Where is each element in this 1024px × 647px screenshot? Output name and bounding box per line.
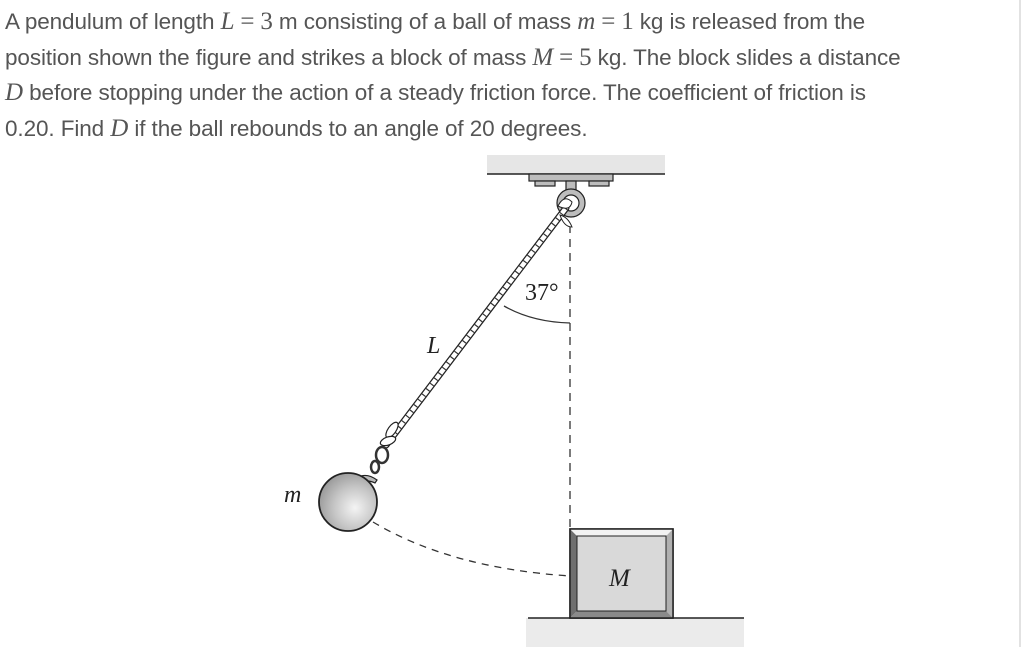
problem-line-2: position shown the figure and strikes a … <box>5 40 1021 76</box>
var-D: D <box>5 79 23 106</box>
length-label: L <box>426 333 440 359</box>
swing-path <box>372 521 571 577</box>
text: before stopping under the action of a st… <box>22 80 866 105</box>
value-M: 5 <box>579 43 592 71</box>
var-M: M <box>532 43 554 71</box>
text: m consisting of a ball of mass <box>272 9 578 34</box>
ceiling-mount-icon <box>528 173 614 218</box>
text: position shown the figure and strikes a … <box>5 44 533 70</box>
value-L: 3 <box>260 8 273 35</box>
problem-line-3: D before stopping under the action of a … <box>5 75 1021 111</box>
angle-label: 37° <box>525 280 559 306</box>
text: kg. The block slides a distance <box>591 44 901 70</box>
ceiling <box>487 155 665 175</box>
var-L: L <box>220 8 235 35</box>
rope <box>382 198 573 449</box>
problem-statement: A pendulum of length L=3 m consisting of… <box>5 4 1021 146</box>
pendulum-ball <box>318 472 378 532</box>
value-m: 1 <box>621 8 634 35</box>
block-mass-label: M <box>608 565 631 592</box>
floor <box>526 617 744 647</box>
ball-mass-label: m <box>284 482 301 508</box>
text: A pendulum of length <box>5 9 221 34</box>
equals: = <box>559 43 574 71</box>
equals: = <box>240 8 255 35</box>
angle-arc <box>503 305 571 324</box>
var-D: D <box>110 114 129 142</box>
text: kg is released from the <box>633 9 866 34</box>
var-m: m <box>577 8 596 35</box>
equals: = <box>601 8 616 35</box>
problem-line-4: 0.20. Find D if the ball rebounds to an … <box>5 111 1021 147</box>
text: 0.20. Find <box>5 115 111 141</box>
block <box>569 528 674 619</box>
text: if the ball rebounds to an angle of 20 d… <box>128 115 588 141</box>
chain-link-icon <box>356 421 399 484</box>
problem-line-1: A pendulum of length L=3 m consisting of… <box>5 4 1021 40</box>
